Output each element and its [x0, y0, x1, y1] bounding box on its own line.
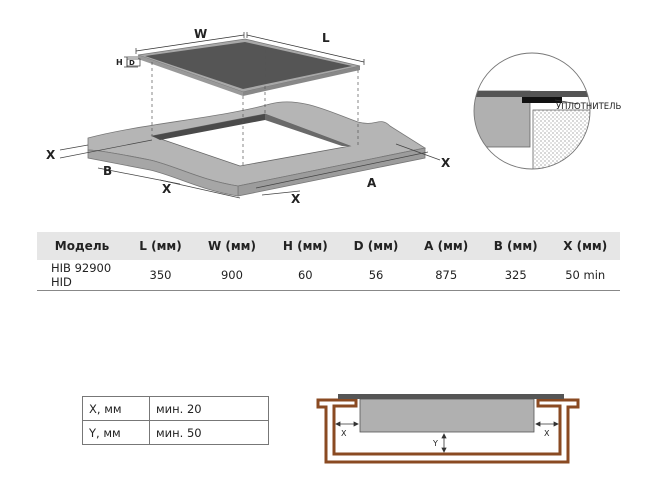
- hob-left-edge: [138, 55, 243, 96]
- projection-lines: [151, 50, 359, 166]
- header-h: H (мм): [269, 232, 341, 260]
- clearance-x-label: X, мм: [82, 396, 150, 421]
- installation-diagram: W L H D X B X X A X: [46, 27, 622, 206]
- label-x-right: X: [441, 156, 451, 170]
- table-row: X, мм мин. 20: [82, 396, 269, 421]
- cabinet-body: [316, 398, 580, 464]
- seal-detail: [474, 60, 590, 169]
- header-model: Модель: [37, 232, 127, 260]
- cell-w: 900: [194, 260, 270, 291]
- table-row: HIB 92900 HID 350 900 60 56 875 325 50 m…: [37, 260, 620, 291]
- cell-l: 350: [127, 260, 195, 291]
- header-b: B (мм): [481, 232, 551, 260]
- dimension-w: [135, 32, 245, 54]
- cabinet-label-y: Y: [432, 439, 438, 448]
- hob-front-edge: [243, 66, 360, 96]
- cutout-inner-edge: [152, 114, 265, 140]
- label-h: H: [116, 58, 123, 67]
- header-x: X (мм): [550, 232, 620, 260]
- header-l: L (мм): [127, 232, 195, 260]
- seal-strip: [522, 97, 562, 103]
- header-d: D (мм): [340, 232, 412, 260]
- clearance-table: X, мм мин. 20 Y, мм мин. 50: [82, 396, 269, 445]
- label-a: A: [367, 176, 377, 190]
- cell-x: 50 min: [550, 260, 620, 291]
- label-w: W: [194, 27, 207, 41]
- label-d: D: [129, 59, 135, 67]
- clearance-x-value: мин. 20: [149, 396, 269, 421]
- clearance-y-arrow: [441, 433, 447, 453]
- cabinet-label-x-right: X: [544, 429, 550, 438]
- clearance-y-label: Y, мм: [82, 420, 150, 445]
- cabinet-section-diagram: X X Y: [316, 394, 580, 464]
- label-b: B: [103, 164, 112, 178]
- cell-b: 325: [481, 260, 551, 291]
- cooktop-glass: [338, 394, 564, 399]
- cabinet-label-x-left: X: [341, 429, 347, 438]
- seal-leader: [554, 99, 579, 105]
- label-x-front-left: X: [162, 182, 172, 196]
- detail-circle: [473, 52, 591, 170]
- label-seal: УПЛОТНИТЕЛЬ: [556, 102, 622, 112]
- dimension-h-d: [124, 56, 141, 68]
- cell-model: HIB 92900 HID: [37, 260, 127, 291]
- header-w: W (мм): [194, 232, 270, 260]
- hob-body: [359, 398, 535, 433]
- label-x-left: X: [46, 148, 56, 162]
- cell-a: 875: [411, 260, 481, 291]
- cutout-side-edge: [265, 114, 350, 146]
- label-x-front: X: [291, 192, 301, 206]
- clearance-y-value: мин. 50: [149, 420, 269, 445]
- dimension-l: [246, 32, 365, 65]
- worktop-left-edge: [87, 149, 239, 197]
- spec-table: Модель L (мм) W (мм) H (мм) D (мм) A (мм…: [37, 232, 620, 291]
- table-row: Y, мм мин. 50: [82, 420, 269, 445]
- clearance-x-arrows: [335, 421, 559, 427]
- hob-glass: [145, 42, 352, 89]
- dimension-lines-worktop: [59, 139, 441, 199]
- label-l: L: [322, 31, 330, 45]
- cell-d: 56: [340, 260, 412, 291]
- cell-h: 60: [269, 260, 341, 291]
- spec-header-row: Модель L (мм) W (мм) H (мм) D (мм) A (мм…: [37, 232, 620, 260]
- header-a: A (мм): [411, 232, 481, 260]
